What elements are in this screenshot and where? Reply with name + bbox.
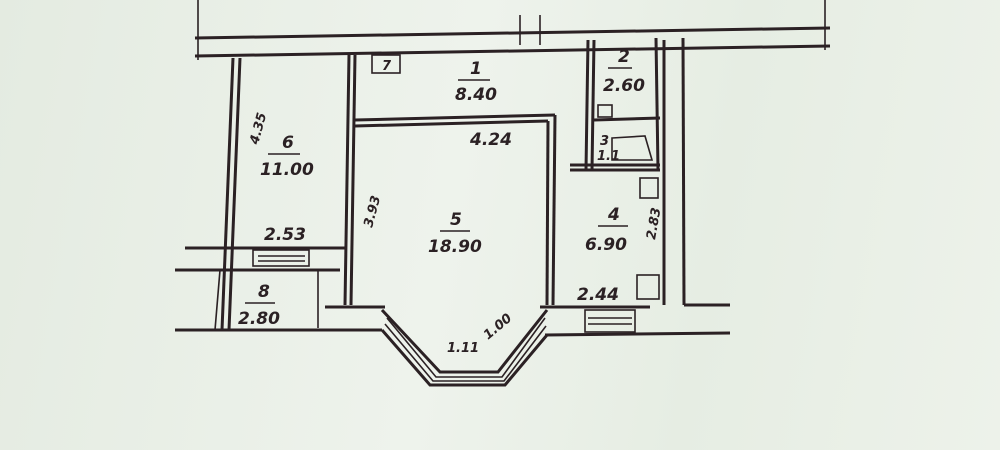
room-area: 6.90: [585, 235, 627, 255]
dimension-label: 1.11: [447, 341, 479, 356]
bathtub-icon: [611, 135, 654, 161]
dimension-label: 2.53: [264, 225, 306, 245]
room-4: 4 6.90 2.83 2.44: [577, 205, 665, 305]
room-number: 8: [258, 282, 270, 302]
room-number: 7: [382, 59, 392, 74]
room-area: 8.40: [455, 85, 497, 105]
room-1: 1 8.40 4.24: [455, 59, 512, 150]
room-area: 1.1: [597, 149, 620, 164]
room-number: 5: [450, 210, 462, 230]
room-number: 2: [618, 47, 630, 67]
dimension-label: 2.83: [644, 206, 664, 240]
stove-icon: [636, 274, 660, 300]
toilet-icon: [597, 104, 613, 118]
room-number: 4: [607, 205, 620, 225]
room-area: 2.60: [603, 76, 645, 96]
room-number: 6: [282, 133, 294, 153]
room-3: 3 1.1: [597, 134, 620, 164]
dimension-label: 3.93: [361, 194, 384, 229]
room-6: 6 11.00 4.35 2.53: [247, 111, 314, 245]
fixtures: [371, 54, 660, 300]
room-2: 2 2.60: [603, 47, 645, 96]
room-area: 18.90: [428, 237, 482, 257]
room-8: 8 2.80: [238, 282, 280, 329]
room-7-closet: [371, 54, 401, 74]
dimension-label: 4.35: [247, 111, 270, 147]
dimension-label: 4.24: [469, 130, 512, 150]
walls: [175, 0, 831, 387]
room-number: 1: [470, 59, 482, 79]
room-area: 2.80: [238, 309, 280, 329]
dimension-label: 1.00: [481, 311, 515, 343]
room-7: 7: [382, 59, 392, 74]
room-area: 11.00: [260, 160, 314, 180]
sink-icon: [639, 177, 659, 199]
room-number: 3: [600, 134, 609, 149]
dimension-label: 2.44: [577, 285, 619, 305]
